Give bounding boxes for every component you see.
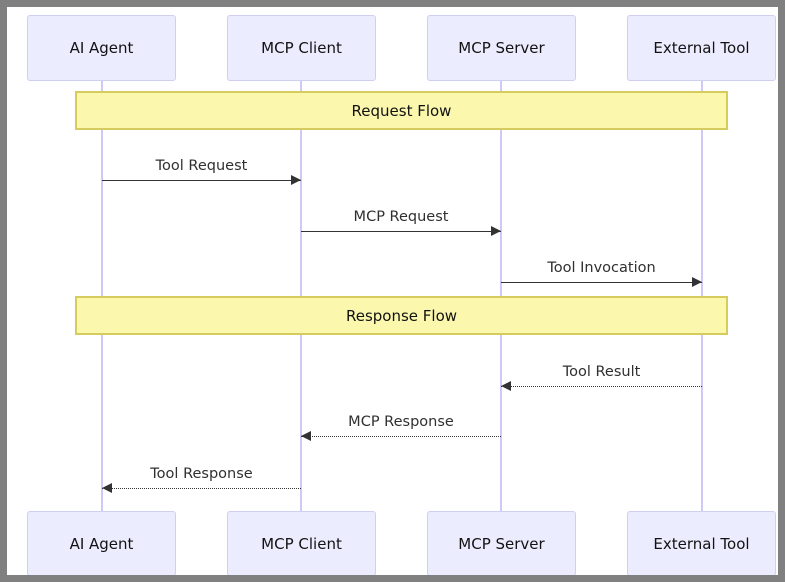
phase-band-response-flow: Response Flow <box>75 296 728 335</box>
footer-actor-external-tool[interactable]: External Tool <box>627 511 776 575</box>
message-arrowhead-tool-invocation <box>692 277 702 287</box>
footer-actor-ai-agent[interactable]: AI Agent <box>27 511 176 575</box>
header-actor-label-ai-agent: AI Agent <box>69 39 134 57</box>
phase-band-label-request-flow: Request Flow <box>351 101 452 120</box>
footer-actor-label-ai-agent: AI Agent <box>69 534 134 553</box>
message-label-tool-response: Tool Response <box>150 466 253 482</box>
phase-band-label-response-flow: Response Flow <box>345 306 458 325</box>
message-label-tool-request: Tool Request <box>155 158 248 174</box>
message-arrowhead-tool-request <box>291 175 301 185</box>
message-line-mcp-request <box>301 231 501 232</box>
message-arrowhead-mcp-request <box>491 226 501 236</box>
message-line-mcp-response <box>301 436 501 437</box>
message-arrowhead-tool-result <box>501 381 511 391</box>
message-line-tool-request <box>102 180 301 181</box>
header-actor-label-mcp-server: MCP Server <box>458 39 545 57</box>
message-line-tool-invocation <box>501 282 702 283</box>
header-actor-external-tool[interactable]: External Tool <box>627 15 776 81</box>
footer-actor-label-mcp-client: MCP Client <box>261 534 342 553</box>
footer-actor-label-external-tool: External Tool <box>653 534 750 553</box>
header-actor-mcp-client[interactable]: MCP Client <box>227 15 376 81</box>
header-actor-label-mcp-client: MCP Client <box>261 39 342 57</box>
header-actor-label-external-tool: External Tool <box>653 39 750 57</box>
message-label-mcp-request: MCP Request <box>353 209 449 225</box>
message-arrowhead-tool-response <box>102 483 112 493</box>
message-label-tool-invocation: Tool Invocation <box>547 260 656 276</box>
message-line-tool-response <box>102 488 301 489</box>
header-actor-ai-agent[interactable]: AI Agent <box>27 15 176 81</box>
header-actor-mcp-server[interactable]: MCP Server <box>427 15 576 81</box>
message-line-tool-result <box>501 386 702 387</box>
phase-band-request-flow: Request Flow <box>75 91 728 130</box>
message-label-mcp-response: MCP Response <box>348 414 454 430</box>
footer-actor-mcp-client[interactable]: MCP Client <box>227 511 376 575</box>
footer-actor-label-mcp-server: MCP Server <box>458 534 545 553</box>
message-arrowhead-mcp-response <box>301 431 311 441</box>
message-label-tool-result: Tool Result <box>562 364 641 380</box>
footer-actor-mcp-server[interactable]: MCP Server <box>427 511 576 575</box>
